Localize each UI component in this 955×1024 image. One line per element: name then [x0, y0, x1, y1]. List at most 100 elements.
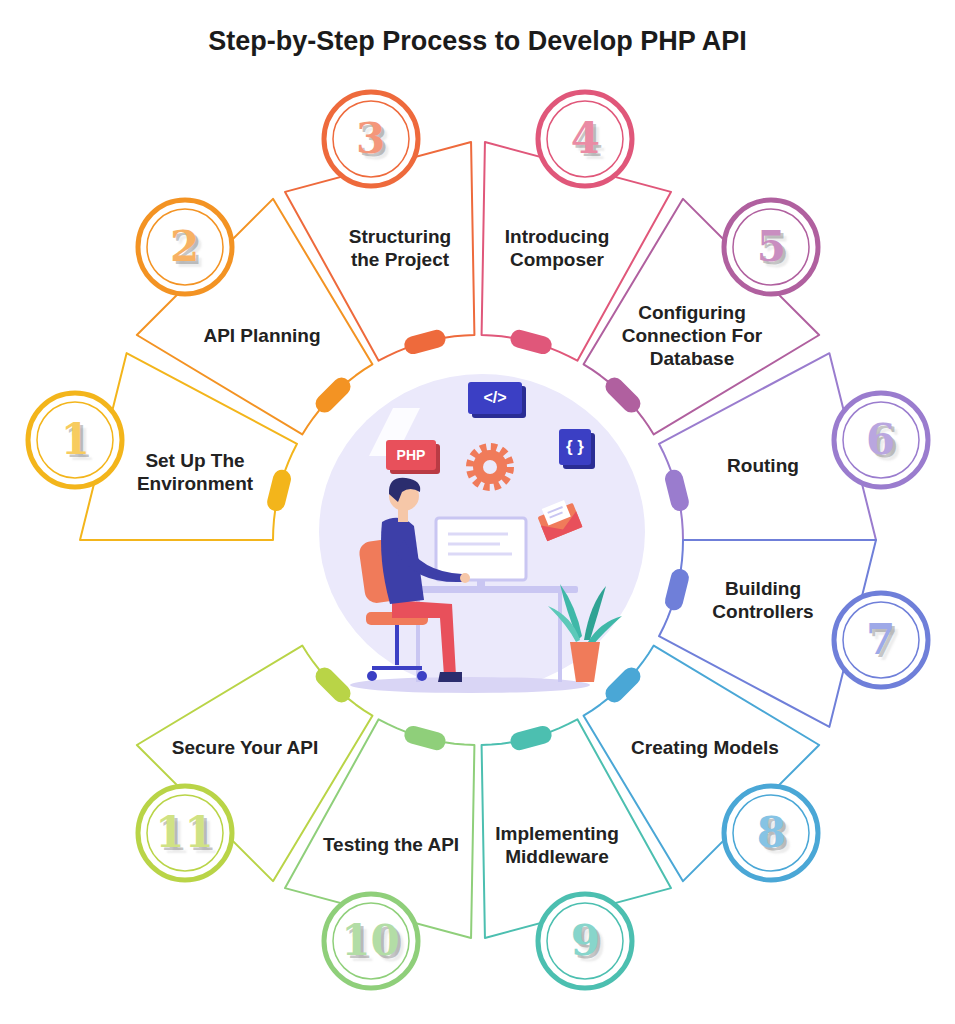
step-label: Configuring Connection For Database: [612, 301, 772, 371]
icon-label: { }: [566, 437, 584, 457]
step-label: Structuring the Project: [335, 225, 465, 271]
braces-box: [559, 429, 591, 465]
step-number-circle: 2: [133, 195, 237, 299]
desk-top: [400, 586, 578, 593]
number-ring: [538, 92, 632, 186]
number-ring: [138, 200, 232, 294]
number-holder: 4: [533, 87, 637, 191]
ring-pill: [508, 328, 553, 356]
step-number: 7: [866, 619, 895, 661]
number-ring: [834, 393, 928, 487]
envelope: [535, 497, 582, 541]
step-number-circle: 8: [719, 781, 823, 885]
number-ring: [724, 786, 818, 880]
number-holder: 11: [133, 781, 237, 885]
gear: [473, 450, 507, 484]
icon-label: PHP: [397, 447, 426, 463]
number-holder: 9: [533, 889, 637, 993]
number-inner-ring: [733, 795, 809, 871]
person-arm: [396, 540, 462, 582]
step-segment: Secure Your API 11: [133, 642, 376, 885]
step-number: 8: [757, 812, 786, 854]
number-ring: [324, 894, 418, 988]
segment-label: Set Up The Environment: [125, 449, 265, 495]
diagram-title: Step-by-Step Process to Develop PHP API: [0, 26, 955, 57]
monitor: [436, 518, 526, 580]
ring-pill: [265, 468, 293, 513]
step-number: 10: [341, 920, 399, 962]
gear-hole: [483, 460, 497, 474]
step-number-circle: 7: [829, 588, 933, 692]
segment-label: Secure Your API: [160, 736, 330, 759]
step-label: Secure Your API: [172, 736, 318, 759]
envelope-front: [541, 511, 583, 541]
letter-line: [550, 512, 563, 517]
step-number-circle: 3: [319, 87, 423, 191]
number-ring: [724, 200, 818, 294]
ring-pill: [402, 328, 447, 356]
plant-pot: [570, 642, 600, 682]
segment-label: API Planning: [177, 324, 347, 347]
step-label: Testing the API: [323, 833, 459, 856]
ring-pill: [508, 724, 553, 752]
segment-label: Implementing Middleware: [487, 822, 627, 868]
number-inner-ring: [333, 101, 409, 177]
person-hair: [389, 478, 420, 502]
number-ring: [324, 92, 418, 186]
number-holder: 6: [829, 388, 933, 492]
number-holder: 10: [319, 889, 423, 993]
segment-outline: [137, 646, 373, 882]
step-number: 4: [571, 118, 600, 160]
screen-line: [448, 553, 512, 556]
number-holder: 2: [133, 195, 237, 299]
ring-pill: [312, 664, 354, 706]
number-inner-ring: [547, 903, 623, 979]
segment-label: Testing the API: [306, 833, 476, 856]
center-blob: [319, 374, 645, 690]
step-number-circle: 9: [533, 889, 637, 993]
chair-pole: [395, 625, 399, 665]
number-inner-ring: [147, 209, 223, 285]
chair-wheel: [367, 671, 377, 681]
step-label: Routing: [727, 454, 799, 477]
step-number: 9: [571, 920, 600, 962]
icon-label: </>: [483, 389, 506, 407]
gear-teeth: [470, 447, 510, 487]
php-box: [386, 440, 436, 470]
step-label: Implementing Middleware: [487, 822, 627, 868]
segment-label: Introducing Composer: [492, 225, 622, 271]
screen-line: [448, 543, 500, 546]
step-label: Creating Models: [631, 736, 779, 759]
step-label: API Planning: [203, 324, 320, 347]
number-holder: 1: [23, 388, 127, 492]
number-ring: [834, 593, 928, 687]
chair-wheel: [417, 671, 427, 681]
step-number-circle: 10: [319, 889, 423, 993]
step-number-circle: 1: [23, 388, 127, 492]
floor-shadow: [350, 677, 590, 693]
step-segment: Routing6: [656, 350, 879, 543]
segment-label: Building Controllers: [698, 577, 828, 623]
step-label: Introducing Composer: [492, 225, 622, 271]
number-inner-ring: [333, 903, 409, 979]
number-ring: [28, 393, 122, 487]
step-number-circle: 4: [533, 87, 637, 191]
person-hand: [460, 573, 470, 583]
step-segment: Implementing Middleware9: [478, 716, 674, 941]
step-number-circle: 11: [133, 781, 237, 885]
step-segment: Structuring the Project3: [282, 139, 478, 364]
person-legs: [392, 600, 456, 676]
step-number: 3: [356, 118, 385, 160]
segment-label: Configuring Connection For Database: [612, 301, 772, 371]
segment-label: Routing: [703, 454, 823, 477]
number-holder: 7: [829, 588, 933, 692]
segment-label: Creating Models: [620, 736, 790, 759]
step-label: Building Controllers: [698, 577, 828, 623]
step-number: 6: [866, 419, 895, 461]
number-holder: 8: [719, 781, 823, 885]
number-inner-ring: [37, 402, 113, 478]
number-inner-ring: [147, 795, 223, 871]
